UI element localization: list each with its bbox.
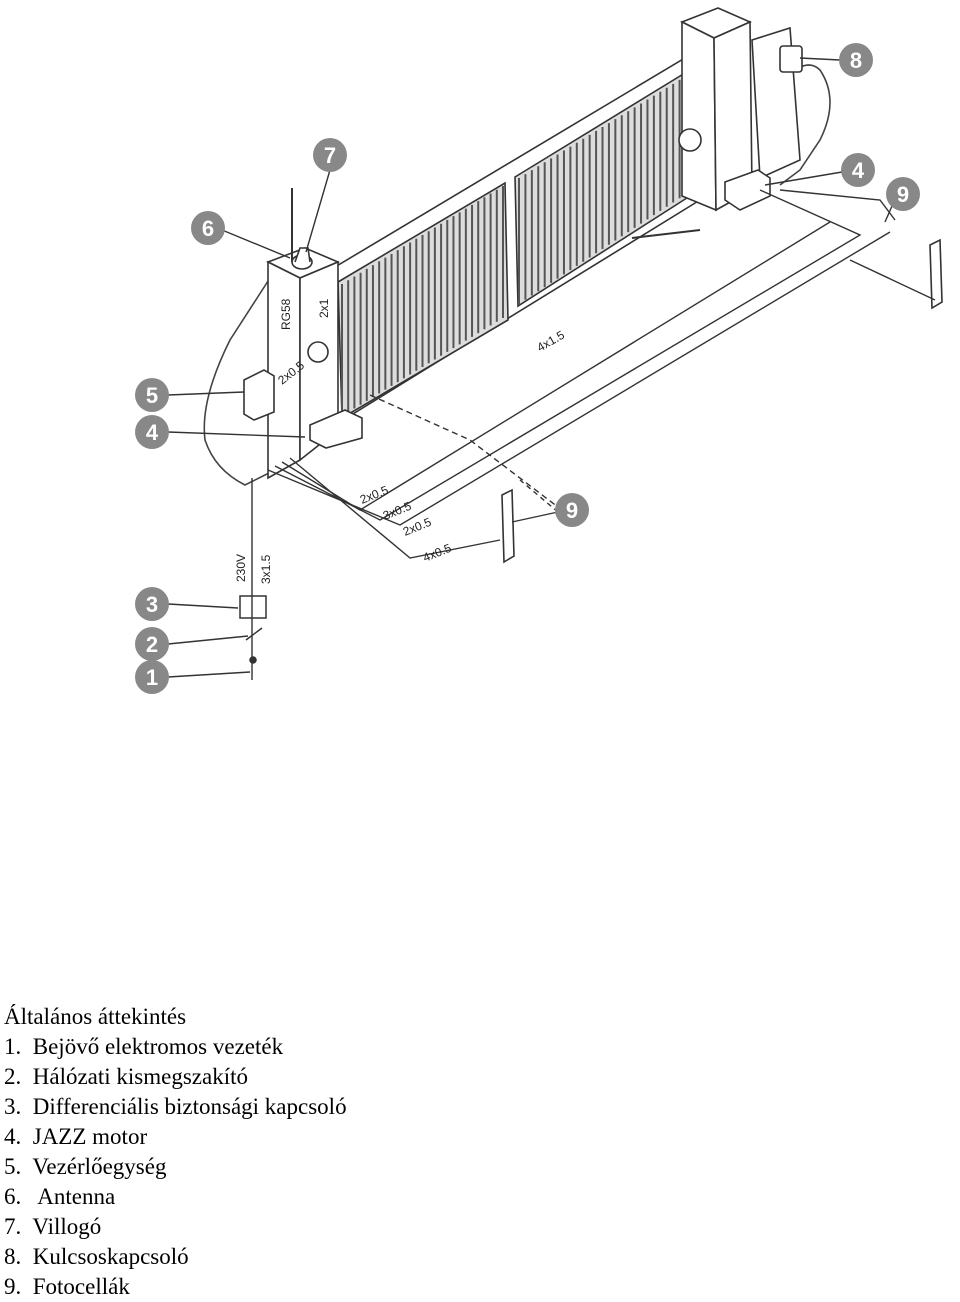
svg-text:6: 6 — [202, 216, 214, 241]
callout-badge-8: 8 — [839, 43, 873, 77]
control-unit — [243, 369, 275, 421]
callout-badge-1: 1 — [135, 660, 169, 694]
svg-text:5: 5 — [146, 383, 158, 408]
svg-text:9: 9 — [897, 182, 909, 207]
sliding-gate — [329, 53, 701, 427]
legend-item: 3. Differenciális biztonsági kapcsoló — [4, 1094, 347, 1119]
callout-badge-3: 3 — [135, 587, 169, 621]
legend-item: 4. JAZZ motor — [4, 1124, 148, 1149]
motor-right — [724, 169, 771, 211]
svg-text:3: 3 — [146, 592, 158, 617]
wire-label-bundle-3: 2x0.5 — [401, 515, 434, 539]
callout-badge-5: 5 — [135, 378, 169, 412]
wire-label-bundle-4: 4x0.5 — [421, 541, 454, 565]
wire-label-4x15: 4x1.5 — [535, 328, 568, 355]
legend-item: 6. Antenna — [4, 1184, 116, 1209]
callout-badge-4-right: 4 — [841, 153, 875, 187]
photocell-post-front — [501, 488, 515, 564]
photocell-right — [678, 128, 702, 152]
motor-left — [309, 409, 363, 449]
legend-title: Általános áttekintés — [4, 1004, 187, 1029]
legend: Általános áttekintés 1. Bejövő elektromo… — [4, 1002, 904, 1302]
callouts: 1 2 3 4 5 6 7 8 4 9 9 — [135, 43, 920, 694]
callout-badge-2: 2 — [135, 627, 169, 661]
svg-text:9: 9 — [566, 498, 578, 523]
gate-rack-arm — [631, 229, 701, 239]
wire-label-bundle-1: 2x0.5 — [358, 483, 391, 507]
legend-item: 8. Kulcsoskapcsoló — [4, 1244, 189, 1269]
callout-badge-9-right: 9 — [886, 177, 920, 211]
wire-label-230v: 230V — [234, 554, 248, 582]
callout-badge-6: 6 — [191, 211, 225, 245]
photocell-post-right — [929, 238, 943, 310]
legend-item: 5. Vezérlőegység — [4, 1154, 167, 1179]
legend-item: 2. Hálózati kismegszakító — [4, 1064, 248, 1089]
photocell-left — [307, 341, 329, 363]
callout-badge-9-front: 9 — [555, 493, 589, 527]
svg-text:8: 8 — [850, 48, 862, 73]
svg-text:4: 4 — [852, 158, 865, 183]
callout-badge-4-left: 4 — [135, 415, 169, 449]
legend-item: 7. Villogó — [4, 1214, 102, 1239]
wire-label-3x15: 3x1.5 — [259, 554, 273, 584]
svg-text:2: 2 — [146, 632, 158, 657]
svg-text:1: 1 — [146, 665, 158, 690]
wire-label-2x1: 2x1 — [317, 298, 331, 318]
legend-item: 9. Fotocellák — [4, 1274, 130, 1299]
gate-installation-diagram: RG58 2x1 2x0.5 4x1.5 230V 3x1.5 2x0.5 3x… — [135, 7, 943, 694]
cable-runs — [251, 189, 936, 680]
callout-badge-7: 7 — [313, 138, 347, 172]
key-switch — [779, 45, 803, 73]
wire-label-rg58: RG58 — [279, 298, 293, 330]
breaker-switch — [239, 595, 267, 664]
legend-item: 1. Bejövő elektromos vezeték — [4, 1034, 284, 1059]
svg-text:4: 4 — [146, 420, 159, 445]
legend-list: 1. Bejövő elektromos vezeték 2. Hálózati… — [4, 1032, 904, 1302]
svg-text:7: 7 — [324, 143, 336, 168]
